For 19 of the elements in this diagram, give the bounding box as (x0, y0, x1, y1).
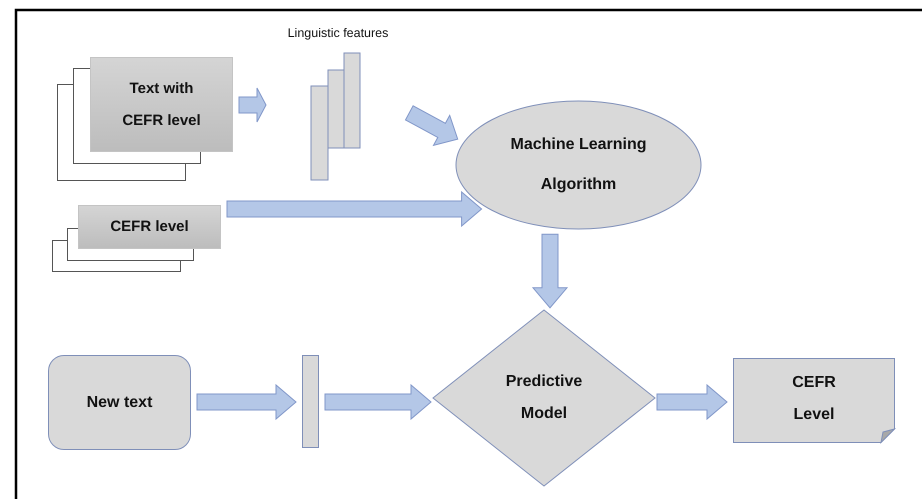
document-shape (733, 358, 895, 443)
node-label: Predictive Model (504, 372, 584, 424)
block-arrow (238, 88, 267, 122)
block-arrow (226, 190, 482, 228)
node-label: Linguistic features (286, 25, 390, 41)
block-arrow (656, 384, 728, 420)
block-arrow (324, 384, 432, 420)
block-arrow (404, 105, 458, 146)
node-label: Text with CEFR level (121, 78, 202, 130)
node-label: New text (86, 392, 152, 412)
node-label: CEFR level (110, 217, 189, 237)
block-arrow (196, 384, 297, 420)
block-arrow (532, 234, 568, 309)
process-ellipse (455, 100, 702, 230)
decision-diamond (432, 309, 656, 487)
process-box (48, 355, 191, 450)
node-label: CEFR Level (791, 372, 837, 424)
node-label: Machine Learning Algorithm (509, 135, 648, 195)
feature-bar (302, 355, 319, 448)
